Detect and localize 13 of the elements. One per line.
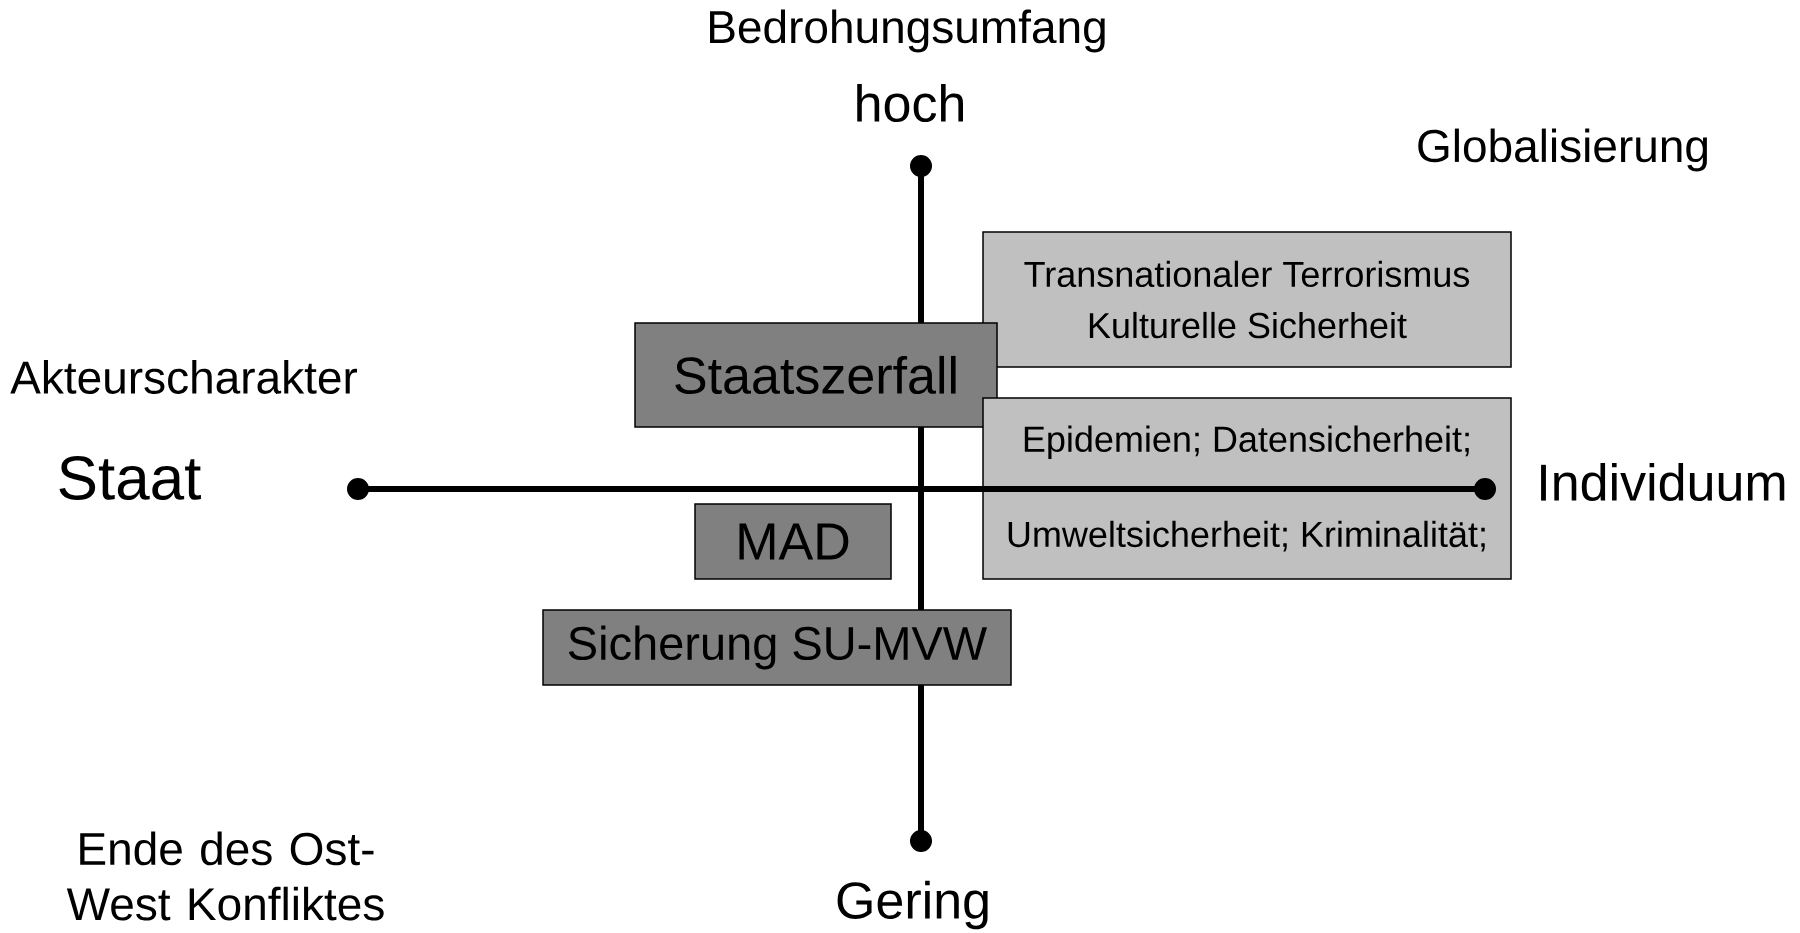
axis-label: Globalisierung [1418, 128, 1707, 172]
axis-label: Individuum [1541, 462, 1785, 502]
axis-label: hoch [857, 83, 963, 123]
axis-label: Gering [837, 880, 988, 930]
axis-label: Staat [59, 456, 201, 500]
axis-label: Akteurscharakter [10, 360, 358, 394]
text-box: Staatszerfall [634, 322, 998, 428]
text-box: Transnationaler Terrorismus Kulturelle Sicherheit [982, 231, 1512, 368]
text-box: MAD [694, 503, 892, 580]
axis-label: Bedrohungsumfang [710, 9, 1105, 53]
text-box: Epidemien; Datensicherheit; Umweltsicherheit; Kriminalität; [982, 397, 1512, 580]
axis-label: Ende des Ost-West Konfliktes [66, 831, 384, 921]
text-box: Sicherung SU-MVW [542, 609, 1012, 686]
